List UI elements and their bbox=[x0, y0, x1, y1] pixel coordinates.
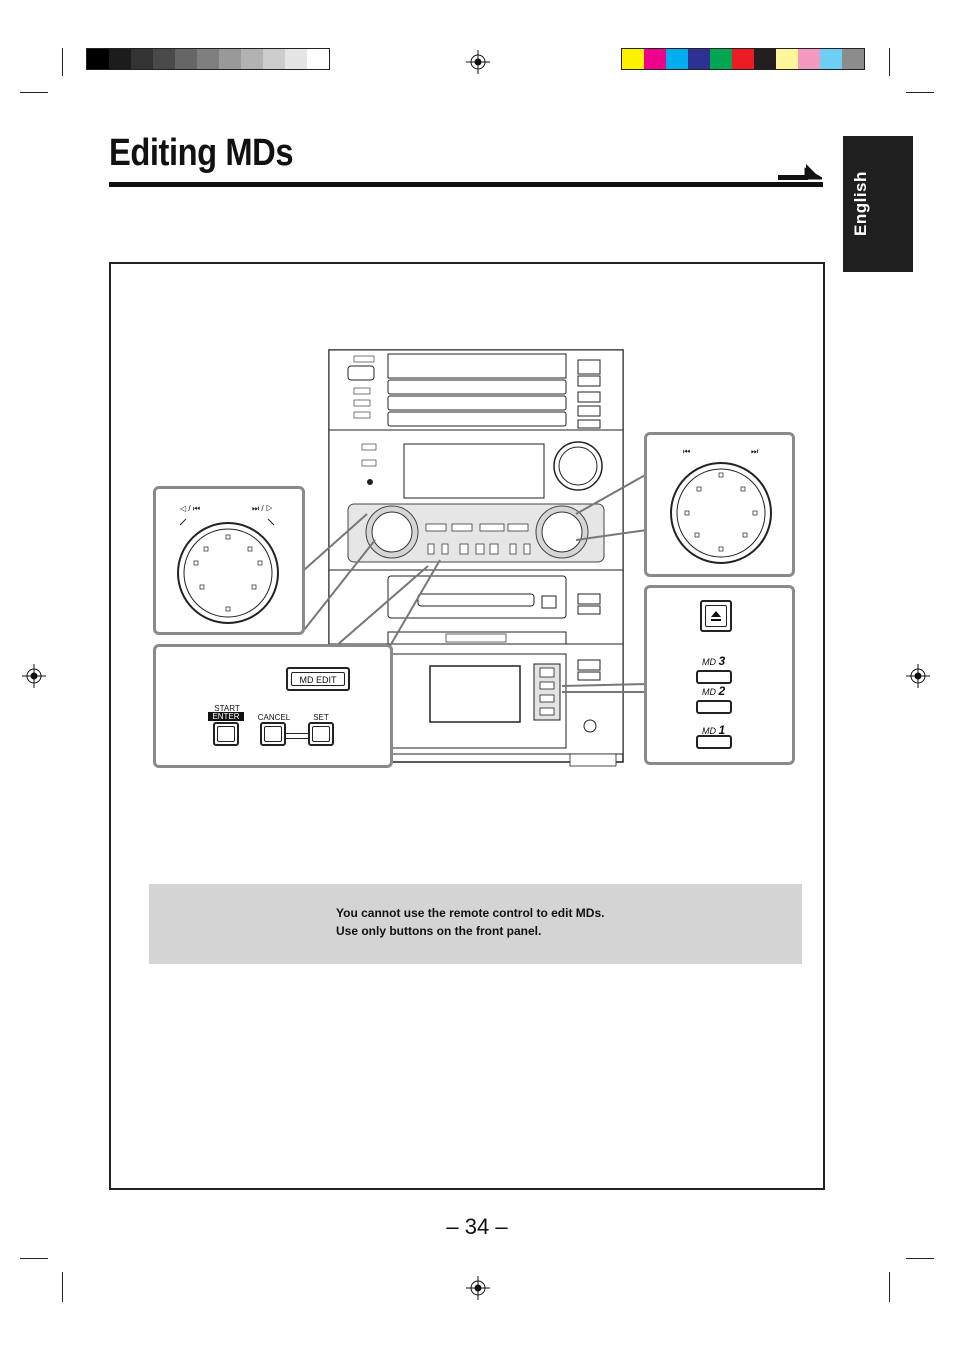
crop-mark bbox=[906, 1258, 934, 1259]
content-frame bbox=[109, 262, 825, 1190]
stereo-system-illustration bbox=[328, 349, 624, 767]
page-number: – 34 – bbox=[446, 1214, 508, 1239]
gray-swatch bbox=[307, 49, 329, 69]
md1-label: MD 1 bbox=[702, 723, 726, 737]
color-swatch bbox=[666, 49, 688, 69]
enter-label: ENTER bbox=[208, 712, 244, 721]
set-button[interactable] bbox=[308, 722, 334, 746]
gray-swatch bbox=[109, 49, 131, 69]
color-swatch bbox=[622, 49, 644, 69]
multi-control-dial-icon[interactable] bbox=[170, 517, 292, 627]
crop-mark bbox=[62, 48, 63, 76]
eject-icon bbox=[711, 611, 721, 621]
crop-mark bbox=[62, 1272, 63, 1302]
gray-swatch bbox=[131, 49, 153, 69]
language-tab-label: English bbox=[851, 171, 870, 236]
cancel-button[interactable] bbox=[260, 722, 286, 746]
color-swatch bbox=[688, 49, 710, 69]
md-eject-button[interactable] bbox=[700, 600, 732, 632]
language-tab: English bbox=[843, 136, 913, 272]
color-swatch bbox=[710, 49, 732, 69]
md-buttons-callout: MD 3 MD 2 MD 1 bbox=[644, 585, 795, 765]
color-swatch bbox=[644, 49, 666, 69]
continue-arrow-icon bbox=[778, 164, 822, 180]
color-swatch bbox=[776, 49, 798, 69]
color-swatch bbox=[842, 49, 864, 69]
registration-mark-icon bbox=[22, 664, 46, 688]
gray-swatch bbox=[285, 49, 307, 69]
md-edit-label: MD EDIT bbox=[299, 675, 337, 685]
registration-mark-icon bbox=[466, 50, 490, 74]
right-dial-callout: ⏮ ⏭ bbox=[644, 432, 795, 577]
left-dial-callout: ◁ / ⏮ ⏭ / ▷ bbox=[153, 486, 305, 635]
md3-button[interactable] bbox=[696, 670, 732, 684]
crop-mark bbox=[889, 1272, 890, 1302]
color-calibration-bar bbox=[621, 48, 865, 70]
dial-left-skip-forward-label: ⏭ / ▷ bbox=[252, 504, 274, 513]
md2-label: MD 2 bbox=[702, 684, 726, 698]
md-edit-button[interactable]: MD EDIT bbox=[286, 667, 350, 691]
gray-swatch bbox=[241, 49, 263, 69]
crop-mark bbox=[20, 1258, 48, 1259]
dial-left-skip-back-label: ◁ / ⏮ bbox=[180, 504, 201, 513]
gray-swatch bbox=[87, 49, 109, 69]
md1-button[interactable] bbox=[696, 735, 732, 749]
callout-connector-lines bbox=[303, 473, 648, 693]
note-box: You cannot use the remote control to edi… bbox=[149, 884, 802, 964]
registration-mark-icon bbox=[466, 1276, 490, 1300]
color-swatch bbox=[732, 49, 754, 69]
note-line-1: You cannot use the remote control to edi… bbox=[336, 906, 605, 920]
color-swatch bbox=[754, 49, 776, 69]
button-link-line bbox=[286, 733, 308, 739]
md2-button[interactable] bbox=[696, 700, 732, 714]
color-swatch bbox=[820, 49, 842, 69]
color-swatch bbox=[798, 49, 820, 69]
dial-right-skip-forward-label: ⏭ bbox=[751, 447, 759, 456]
gray-swatch bbox=[175, 49, 197, 69]
multi-control-dial-icon[interactable] bbox=[659, 459, 783, 569]
crop-mark bbox=[889, 48, 890, 76]
enter-button[interactable] bbox=[213, 722, 239, 746]
cancel-label: CANCEL bbox=[257, 713, 291, 722]
gray-swatch bbox=[263, 49, 285, 69]
page-title: Editing MDs bbox=[109, 132, 294, 174]
grayscale-calibration-bar bbox=[86, 48, 330, 70]
gray-swatch bbox=[153, 49, 175, 69]
note-line-2: Use only buttons on the front panel. bbox=[336, 924, 542, 938]
title-rule bbox=[109, 182, 823, 187]
registration-mark-icon bbox=[906, 664, 930, 688]
start-label: START bbox=[214, 704, 240, 713]
gray-swatch bbox=[197, 49, 219, 69]
edit-buttons-callout: MD EDIT START ENTER CANCEL SET bbox=[153, 644, 393, 768]
set-label: SET bbox=[313, 713, 329, 722]
crop-mark bbox=[906, 92, 934, 93]
crop-mark bbox=[20, 92, 48, 93]
md3-label: MD 3 bbox=[702, 654, 726, 668]
dial-right-skip-back-label: ⏮ bbox=[683, 447, 691, 456]
gray-swatch bbox=[219, 49, 241, 69]
